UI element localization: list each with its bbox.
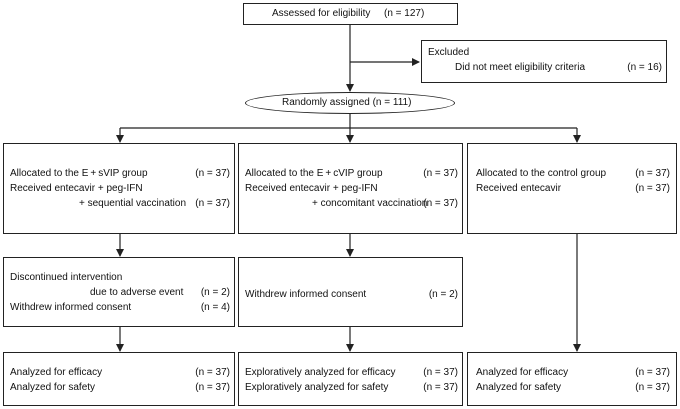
arm1-alloc-line2: Received entecavir + peg-IFN (10, 183, 143, 194)
arm1-alloc-n1: (n = 37) (195, 168, 230, 179)
arm1-an-line1: Analyzed for efficacy (10, 367, 103, 378)
arm3-analysis-box: Analyzed for efficacy (n = 37) Analyzed … (467, 352, 677, 406)
arm2-allocation-box: Allocated to the E + cVIP group (n = 37)… (238, 143, 463, 234)
arm2-an-line2: Exploratively analyzed for safety (245, 382, 389, 393)
arm2-alloc-line3: + concomitant vaccination (312, 198, 428, 209)
arm1-alloc-n3: (n = 37) (195, 198, 230, 209)
excluded-count: (n = 16) (627, 62, 662, 73)
excluded-box: Excluded Did not meet eligibility criter… (421, 40, 667, 83)
arm2-fu-line1: Withdrew informed consent (245, 289, 367, 300)
arm1-fu-line1: Discontinued intervention (10, 272, 123, 283)
arm3-allocation-box: Allocated to the control group (n = 37) … (467, 143, 677, 234)
assessed-count: (n = 127) (384, 8, 425, 19)
arm1-fu-line3: Withdrew informed consent (10, 302, 132, 313)
arm2-followup-box: Withdrew informed consent (n = 2) (238, 257, 463, 327)
arm3-an-n2: (n = 37) (635, 382, 670, 393)
arm1-analysis-box: Analyzed for efficacy (n = 37) Analyzed … (3, 352, 235, 406)
arm2-alloc-line2: Received entecavir + peg-IFN (245, 183, 378, 194)
arm3-an-line2: Analyzed for safety (476, 382, 562, 393)
arm3-alloc-line1: Allocated to the control group (476, 168, 607, 179)
arm1-allocation-box: Allocated to the E + sVIP group (n = 37)… (3, 143, 235, 234)
arm3-an-n1: (n = 37) (635, 367, 670, 378)
arm3-alloc-n2: (n = 37) (635, 183, 670, 194)
arm3-alloc-line2: Received entecavir (476, 183, 562, 194)
arm1-an-n1: (n = 37) (195, 367, 230, 378)
arm2-analysis-box: Exploratively analyzed for efficacy (n =… (238, 352, 463, 406)
arm1-an-line2: Analyzed for safety (10, 382, 96, 393)
assessed-box: Assessed for eligibility (n = 127) (243, 3, 458, 25)
arm1-fu-n2: (n = 2) (200, 287, 230, 298)
arm2-an-line1: Exploratively analyzed for efficacy (245, 367, 396, 378)
randomized-label: Randomly assigned (n = 111) (282, 97, 412, 108)
arm2-alloc-n1: (n = 37) (423, 168, 458, 179)
arm2-alloc-n3: (n = 37) (423, 198, 458, 209)
arm2-alloc-line1: Allocated to the E + cVIP group (245, 168, 383, 179)
arm1-alloc-line3: + sequential vaccination (79, 198, 187, 209)
assessed-label: Assessed for eligibility (272, 8, 371, 19)
arm1-followup-box: Discontinued intervention due to adverse… (3, 257, 235, 327)
arm3-an-line1: Analyzed for efficacy (476, 367, 569, 378)
arm2-an-n2: (n = 37) (423, 382, 458, 393)
arm2-fu-n1: (n = 2) (428, 289, 458, 300)
randomized-ellipse: Randomly assigned (n = 111) (245, 92, 455, 114)
arm3-alloc-n1: (n = 37) (635, 168, 670, 179)
arm1-an-n2: (n = 37) (195, 382, 230, 393)
excluded-reason: Did not meet eligibility criteria (455, 62, 586, 73)
arm1-fu-line2: due to adverse event (90, 287, 184, 298)
excluded-title: Excluded (428, 47, 470, 58)
arm2-an-n1: (n = 37) (423, 367, 458, 378)
arm1-alloc-line1: Allocated to the E + sVIP group (10, 168, 148, 179)
arm1-fu-n3: (n = 4) (200, 302, 230, 313)
